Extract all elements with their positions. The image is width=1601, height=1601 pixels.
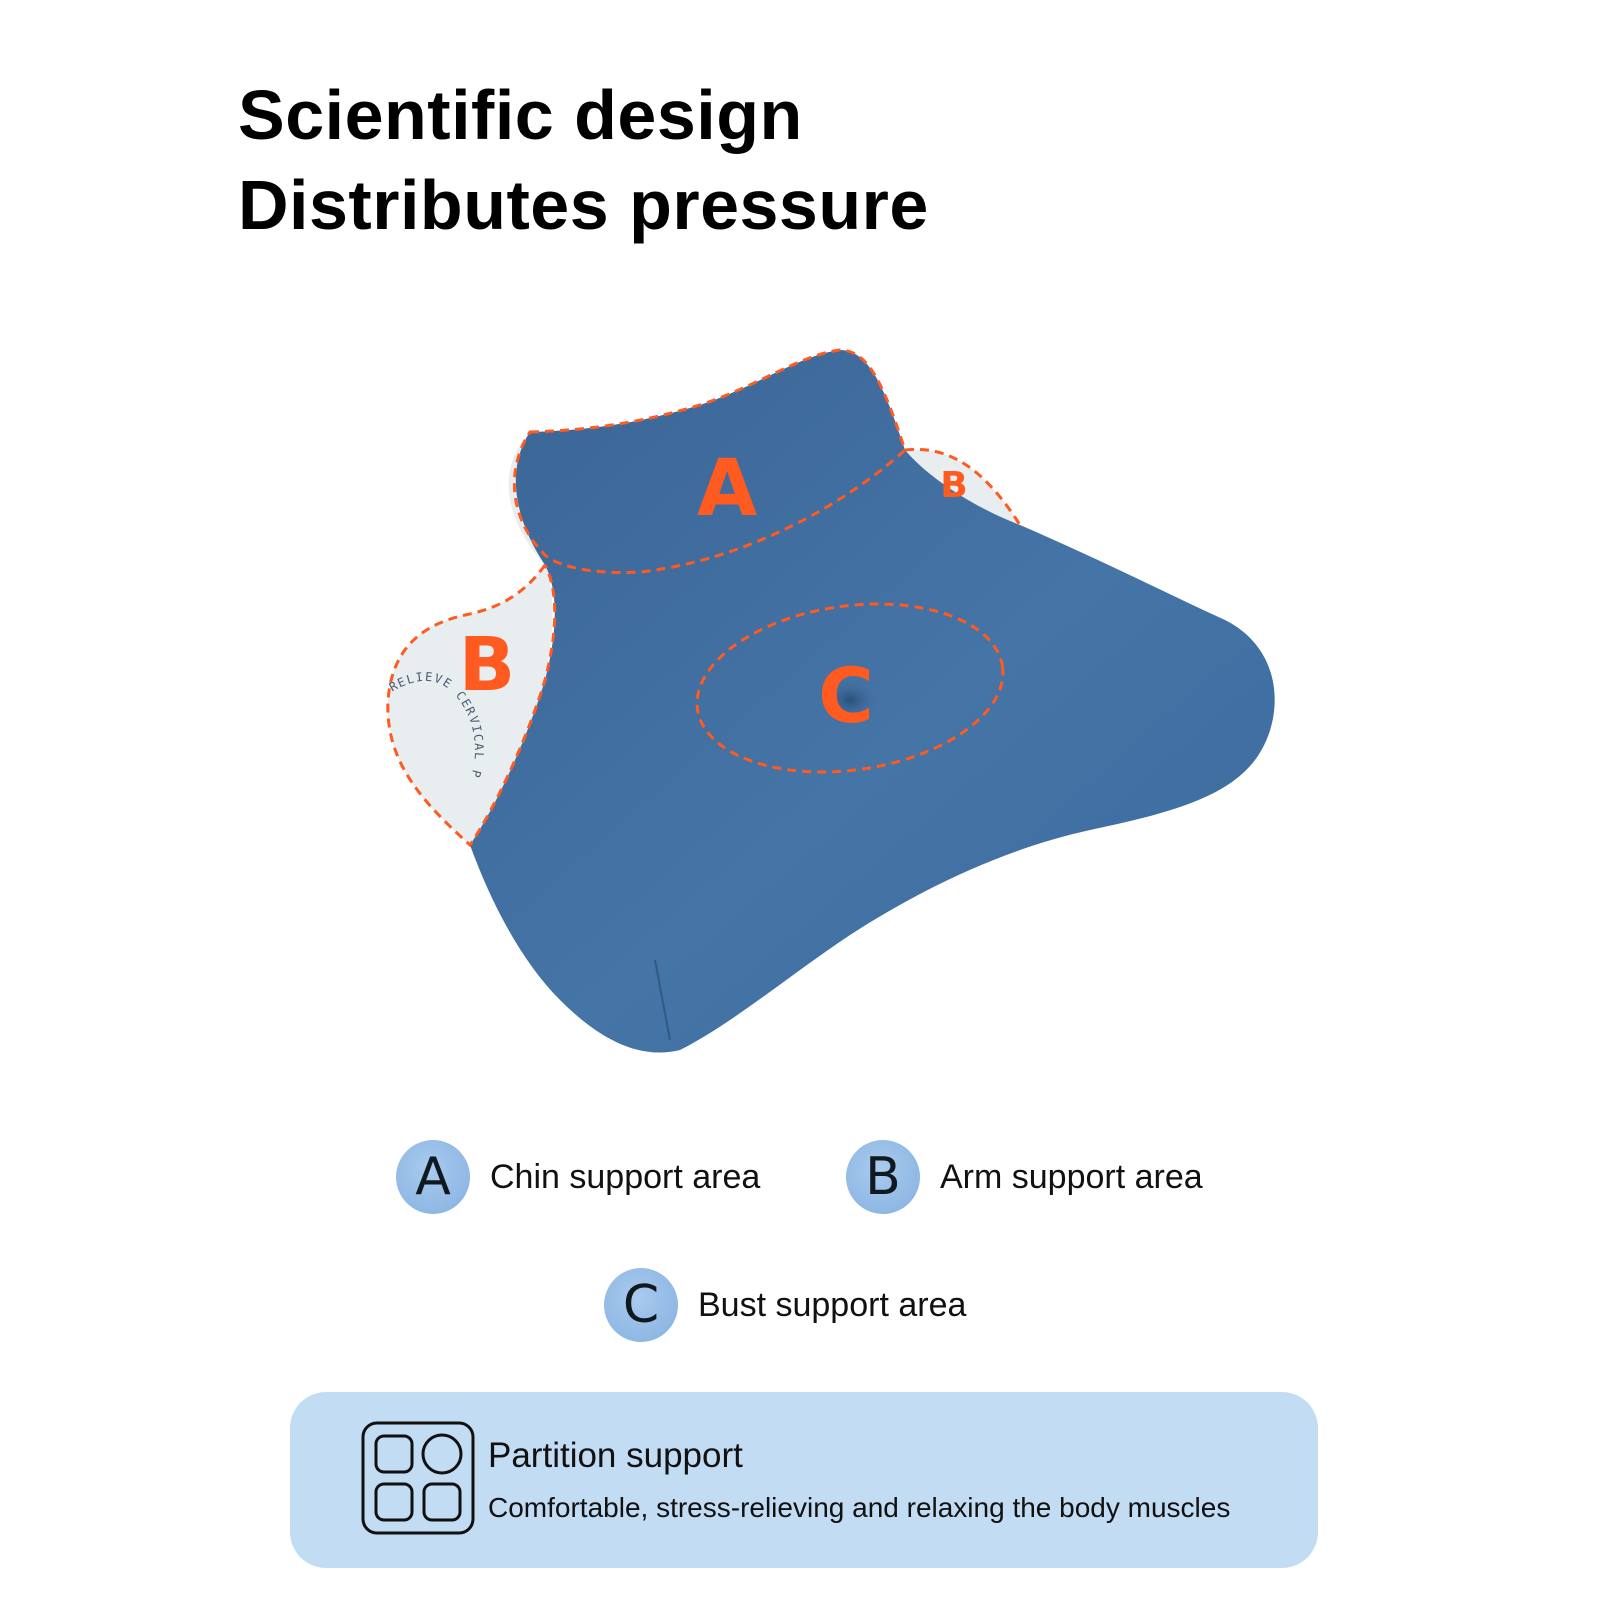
zone-c-outline: [695, 602, 1005, 774]
legend-badge-c: C: [604, 1268, 678, 1342]
legend-badge-b: B: [846, 1140, 920, 1214]
partition-support-text: Comfortable, stress-relieving and relaxi…: [488, 1492, 1231, 1523]
bust-dimple: [822, 680, 878, 720]
legend-badge-a: A: [396, 1140, 470, 1214]
zone-a-outline: [512, 348, 907, 575]
zone-a-label: A: [697, 444, 757, 534]
center-seam: [654, 959, 671, 1041]
zone-b-right-label: B: [940, 465, 967, 506]
partition-support-panel: Partition support Comfortable, stress-re…: [290, 1392, 1318, 1568]
legend-item-b: B Arm support area: [846, 1140, 1203, 1214]
legend-item-c: C Bust support area: [604, 1268, 966, 1342]
zone-c-label: C: [818, 651, 874, 740]
headline: Scientific design Distributes pressure: [238, 70, 929, 250]
legend-item-a: A Chin support area: [396, 1140, 760, 1214]
right-side-panel: [905, 449, 1020, 525]
legend-label-b: Arm support area: [940, 1157, 1203, 1196]
partition-support-title: Partition support: [488, 1436, 743, 1475]
headline-line-2: Distributes pressure: [238, 166, 929, 244]
headline-line-1: Scientific design: [238, 76, 803, 154]
left-side-panel: [387, 432, 553, 845]
partition-grid-icon: [361, 1421, 475, 1535]
zone-b-left-outline: [386, 564, 557, 848]
zone-b-right-outline: [904, 447, 1022, 526]
legend-label-c: Bust support area: [698, 1285, 967, 1324]
legend-label-a: Chin support area: [490, 1157, 761, 1196]
zone-b-left-label: B: [459, 622, 515, 708]
